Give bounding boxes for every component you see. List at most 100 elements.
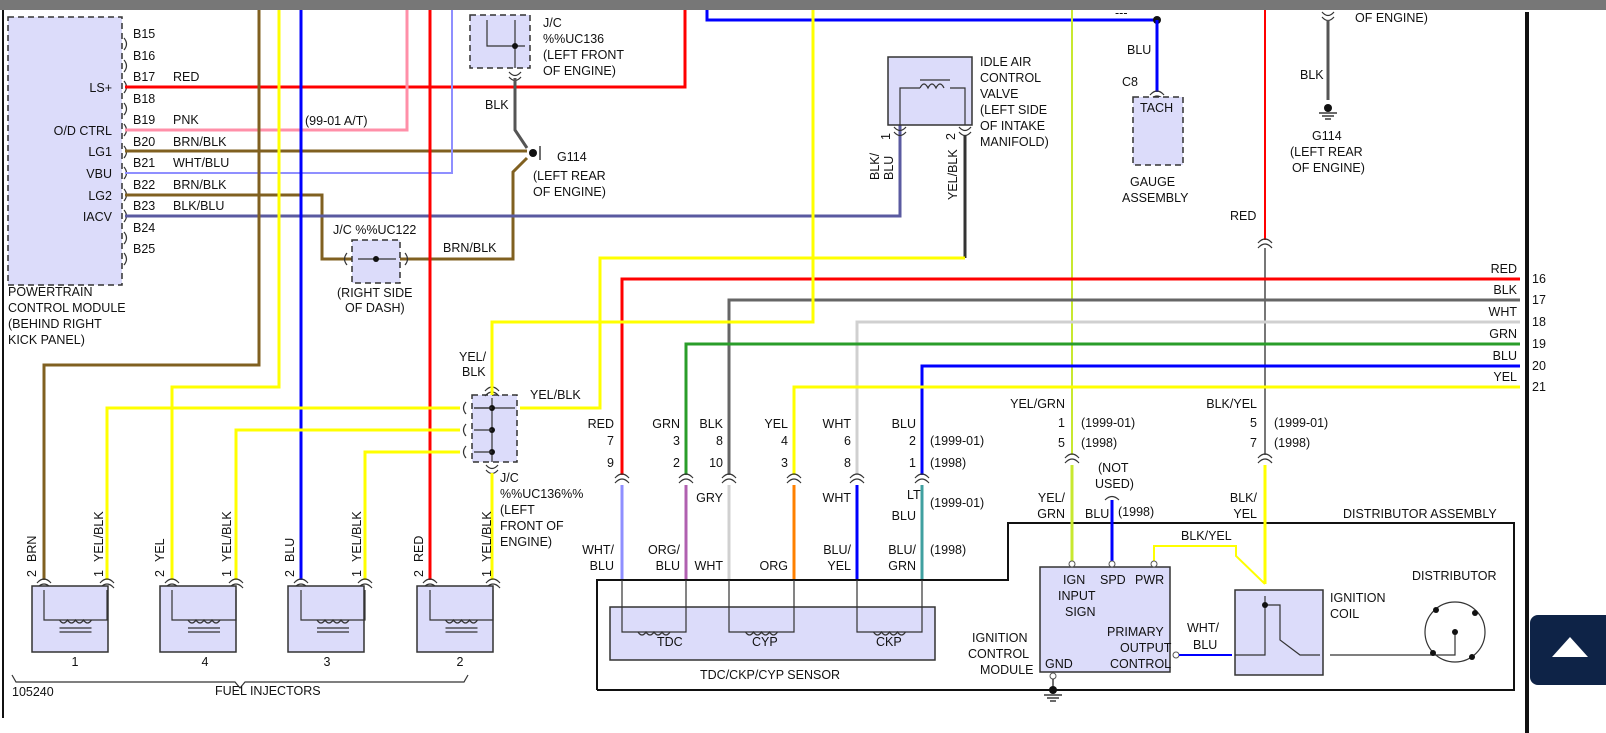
sensor-conn-lower-4-label: GRY — [696, 491, 724, 505]
icm-wires-years-2-label: (1999-01) — [1274, 416, 1328, 430]
wire-20 — [920, 364, 1520, 475]
pcm-box — [7, 16, 123, 286]
injectors-items-3-c1-label: YEL/BLK — [480, 511, 494, 562]
jc136-top-lines-0-label: J/C — [543, 16, 562, 30]
sensor-conn-pins-9901-5-label: 2 — [909, 434, 916, 448]
distributor-pwr-wire-label: BLK/YEL — [1181, 529, 1232, 543]
right-wires-numbers-5-label: 21 — [1532, 380, 1546, 394]
sensor-conn-top-colors-3-label: YEL — [764, 417, 788, 431]
icm-wires-blu-label: BLU — [1085, 507, 1109, 521]
sensor-conn-pins-9901-3-label: 4 — [781, 434, 788, 448]
junction-dot — [512, 43, 518, 49]
coil-icon — [316, 618, 350, 624]
injectors-items-3-pin2-label: 2 — [412, 570, 426, 577]
terminal — [1049, 672, 1057, 680]
wire-inj4-pin1 — [234, 428, 460, 580]
scroll-to-top-button[interactable] — [1530, 615, 1606, 685]
icm-wires-lower-b-1-label: YEL — [1233, 507, 1257, 521]
jc136-low-lines-2-label: (LEFT — [500, 503, 535, 517]
ground-icon — [529, 149, 537, 157]
right-wires-numbers-1-label: 17 — [1532, 293, 1546, 307]
jc136-low-lines-4-label: ENGINE) — [500, 535, 552, 549]
distributor-dist-label: DISTRIBUTOR — [1412, 569, 1497, 583]
fuel-injectors-bracket — [11, 674, 469, 689]
wire-inj4-pin2 — [170, 10, 281, 580]
fuel-injector-box — [416, 585, 494, 653]
jc136-top-lines-2-label: (LEFT FRONT — [543, 48, 624, 62]
sensor-conn-years-1-label: (1998) — [930, 456, 966, 470]
connector-icon — [462, 423, 467, 437]
distributor-coil-0-label: IGNITION — [1330, 591, 1386, 605]
sensor-conn-lower-10-label: LT — [907, 488, 921, 502]
jc136-top-box — [469, 14, 531, 69]
sensor-conn-lower-6-label: ORG — [760, 559, 788, 573]
wire-inj1-pin2 — [42, 10, 261, 580]
pcm-pins-3-label: B18 — [133, 92, 155, 106]
connector-icon — [485, 464, 499, 475]
icm-wires-lower-a-0-label: YEL/ — [1038, 491, 1066, 505]
connector-icon — [123, 59, 128, 73]
icm-pins-2-label: SIGN — [1065, 605, 1096, 619]
iac-coil — [899, 87, 920, 125]
connector-icon — [614, 473, 630, 484]
sensor-conn-lower-0-label: WHT/ — [582, 543, 614, 557]
ignition-coil-box — [1234, 589, 1324, 676]
connector-icon — [123, 231, 128, 245]
icm-wires-years-0-label: (1999-01) — [1081, 416, 1135, 430]
sensor-conn-pins-1998-3-label: 3 — [781, 456, 788, 470]
iac-pins-1-label: 2 — [944, 133, 958, 140]
injectors-items-1-c2-label: YEL — [153, 538, 167, 562]
jc136-low-lines-1-label: %%UC136%% — [500, 487, 583, 501]
injectors-items-1-pin1-label: 1 — [220, 570, 234, 577]
wire-pwr — [1153, 545, 1266, 585]
pcm-pins-6-label: B21 — [133, 156, 155, 170]
iac-wire1-1-label: BLU — [882, 156, 896, 180]
terminal — [1108, 560, 1116, 568]
sensor-conn-pins-1998-4-label: 8 — [844, 456, 851, 470]
injectors-items-0-pin2-label: 2 — [25, 570, 39, 577]
pcm-signals-5-label: IACV — [83, 210, 113, 224]
sensor-conn-lower-7-label: WHT — [823, 491, 852, 505]
gauge-wire-label: BLU — [1127, 43, 1151, 57]
sensor-conn-pins-1998-5-label: 1 — [909, 456, 916, 470]
jc136-low-in-0-label: YEL/ — [459, 350, 487, 364]
pcm-signals-1-label: O/D CTRL — [54, 124, 112, 138]
coil-icon — [637, 630, 671, 636]
wire-vbu — [125, 10, 453, 174]
distributor-terminal — [1433, 607, 1439, 613]
wire-yel-blk — [520, 256, 965, 410]
iac-lines-4-label: OF INTAKE — [980, 119, 1045, 133]
sensor-box — [609, 606, 936, 661]
pcm-pins-2-label: B17 — [133, 70, 155, 84]
sensor-conn-lower-9-label: YEL — [827, 559, 851, 573]
sensor-conn-pins-9901-1-label: 3 — [673, 434, 680, 448]
injectors-items-3-pin1-label: 1 — [480, 570, 494, 577]
icm-box — [1039, 566, 1171, 673]
jc136-low-out-label: YEL/BLK — [530, 388, 581, 402]
connector-icon — [1257, 238, 1273, 249]
icm-pins-6-label: OUTPUT — [1120, 641, 1172, 655]
injectors-items-0-pin1-label: 1 — [92, 570, 106, 577]
iac-lines-3-label: (LEFT SIDE — [980, 103, 1047, 117]
jc122-wire-label: BRN/BLK — [443, 241, 497, 255]
wire-iacv — [125, 125, 902, 218]
sensor-conn-pins-1998-2-label: 10 — [709, 456, 723, 470]
coil-icon — [445, 618, 478, 624]
injectors-items-1-num-label: 4 — [202, 655, 209, 669]
wire-inj1-pin1 — [105, 406, 460, 580]
pcm-wire-labels-3-label: WHT/BLU — [173, 156, 229, 170]
injectors-items-0-c2-label: BRN — [25, 536, 39, 562]
g114-right-lines-0-label: G114 — [1312, 129, 1342, 143]
icm-pins-3-label: SPD — [1100, 573, 1126, 587]
connector-icon — [893, 126, 907, 137]
wire-tach — [705, 10, 1157, 22]
connector-icon — [123, 252, 128, 266]
injectors-items-0-num-label: 1 — [72, 655, 79, 669]
wire-lg2 — [125, 193, 352, 261]
distributor-coil-1-label: COIL — [1330, 607, 1359, 621]
icm-wires-not-used-0-label: (NOT — [1098, 461, 1129, 475]
distributor-icon — [1424, 601, 1486, 663]
connector-icon — [849, 473, 865, 484]
icm-wires-not-used-1-label: USED) — [1095, 477, 1134, 491]
